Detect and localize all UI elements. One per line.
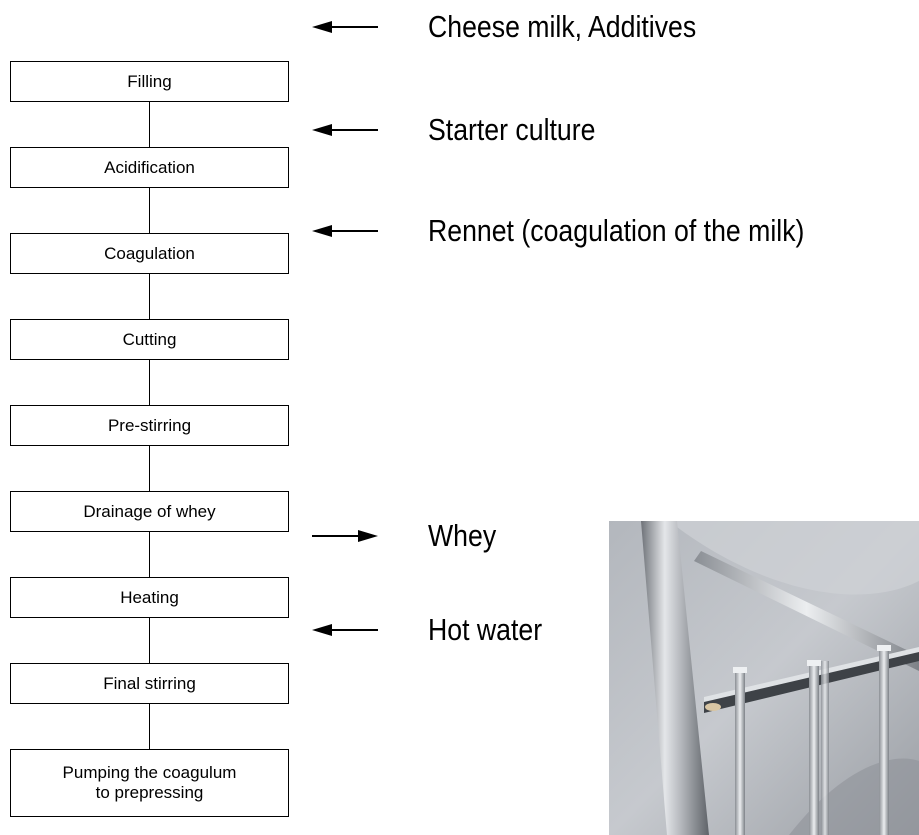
label-cheese-milk-additives: Cheese milk, Additives — [428, 9, 697, 44]
connector-line — [149, 446, 150, 491]
step-heating: Heating — [10, 577, 289, 618]
step-pumping-line-1: Pumping the coagulum — [62, 763, 237, 782]
connector-line — [149, 532, 150, 577]
step-cutting: Cutting — [10, 319, 289, 360]
connector-line — [149, 274, 150, 319]
step-pre-stirring: Pre-stirring — [10, 405, 289, 446]
arrow-left-icon — [312, 624, 378, 636]
label-starter-culture: Starter culture — [428, 112, 596, 147]
arrow-right-icon — [312, 530, 378, 542]
connector-line — [149, 102, 150, 147]
connector-line — [149, 618, 150, 663]
label-whey: Whey — [428, 518, 497, 553]
arrow-left-icon — [312, 124, 378, 136]
arrow-left-icon — [312, 225, 378, 237]
label-rennet: Rennet (coagulation of the milk) — [428, 213, 805, 248]
cheese-vat-stirrer-photo — [609, 521, 919, 835]
connector-line — [149, 188, 150, 233]
step-final-stirring: Final stirring — [10, 663, 289, 704]
arrow-left-icon — [312, 21, 378, 33]
connector-line — [149, 360, 150, 405]
step-pumping-to-prepressing: Pumping the coagulum to prepressing — [10, 749, 289, 817]
step-pumping-line-2: to prepressing — [95, 783, 204, 802]
connector-line — [149, 704, 150, 749]
label-hot-water: Hot water — [428, 612, 543, 647]
step-drainage-of-whey: Drainage of whey — [10, 491, 289, 532]
step-coagulation: Coagulation — [10, 233, 289, 274]
step-filling: Filling — [10, 61, 289, 102]
step-acidification: Acidification — [10, 147, 289, 188]
